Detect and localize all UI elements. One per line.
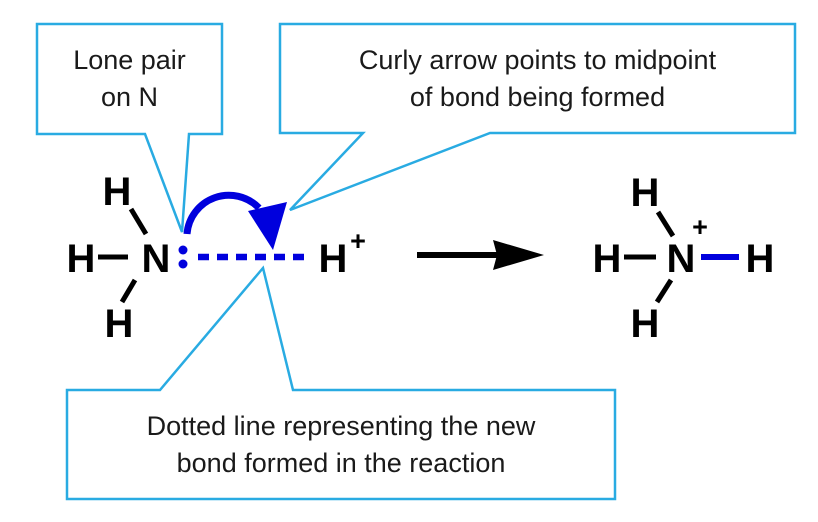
ammonia-nitrogen: N [142,237,171,281]
bond-n-h-bottom [119,278,138,304]
callout-shapes [35,22,797,501]
curly-arrow-arc [183,191,262,235]
reaction-arrow [417,240,544,270]
ammonium-h-bottom: H [631,302,660,346]
bond-n-h-bottom-product [654,278,674,304]
proton-charge: + [350,226,366,256]
curly-arrow [183,191,287,250]
ammonium-h-left: H [593,237,622,281]
ammonium-h-top: H [631,171,660,215]
bond-n-h-top [128,207,149,236]
callout-box-lone-pair [35,22,224,233]
reaction-arrow-head [493,240,544,270]
ammonia-h-left: H [67,237,96,281]
proton: H + [319,226,366,281]
ammonium-charge: + [692,212,708,242]
curly-arrow-head [248,202,287,250]
ammonia-h-top: H [103,170,132,214]
bond-n-h-top-product [655,210,676,238]
ammonium-h-right: H [746,237,775,281]
ammonium-nitrogen: N [667,237,696,281]
callout-box-dotted-line [65,265,617,501]
lone-pair-dots [178,245,188,269]
ammonia-h-bottom: H [105,302,134,346]
callout-box-curly-arrow [278,22,797,212]
ammonium-molecule: H + H N H H [593,171,775,346]
proton-h: H [319,237,348,281]
ammonia-molecule: H H N H [67,170,188,346]
